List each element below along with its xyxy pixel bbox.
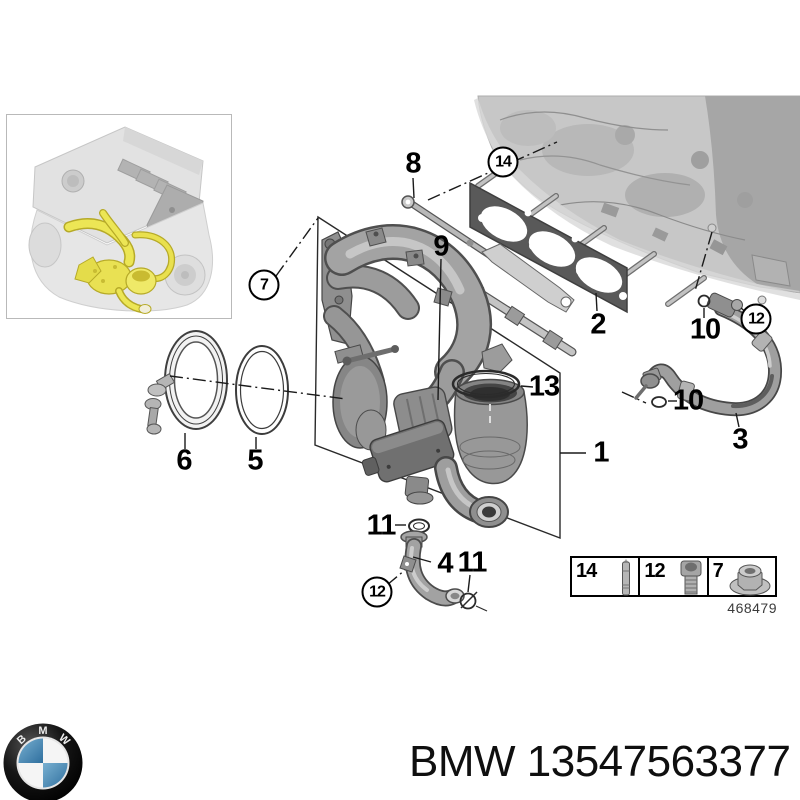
part-callout-number: 11	[457, 546, 488, 579]
leader-lines	[184, 177, 748, 593]
part-callout-number: 11	[366, 509, 397, 542]
turbocharger-manifold-part1	[321, 224, 528, 528]
part-callout-number: 6	[176, 444, 192, 477]
part-callout[interactable]: 1	[593, 436, 609, 469]
part-callout[interactable]: 8	[405, 147, 421, 180]
part-callout[interactable]: 12	[740, 303, 772, 335]
part-callout-number: 8	[405, 147, 421, 180]
part-callout[interactable]: 6	[176, 444, 192, 477]
part-callout[interactable]: 3	[732, 423, 748, 456]
part-callout-number: 14	[495, 153, 512, 170]
legend-item-number: 12	[644, 560, 665, 582]
oil-return-pipe-part4	[399, 530, 465, 607]
part-callout-number: 5	[247, 444, 263, 477]
part-callout[interactable]: 10	[672, 384, 704, 417]
part-callout-number: 4	[437, 547, 453, 580]
bmw-logo: B M W	[3, 723, 83, 800]
part-callout[interactable]: 7	[248, 269, 280, 301]
cylinder-head-drawing	[474, 95, 800, 305]
engine-overview-thumbnail[interactable]	[6, 114, 232, 319]
fastener-legend: 14 12	[570, 556, 777, 616]
gasket-ring-part5	[235, 345, 289, 435]
part-callout-number: 13	[528, 370, 560, 403]
diagram-code: 468479	[727, 600, 777, 616]
part-number-text: 13547563377	[526, 737, 791, 786]
part-callout[interactable]: 11	[366, 509, 397, 542]
oring-part10-lower	[651, 396, 667, 408]
part-callout-number: 3	[732, 423, 748, 456]
part-callout-number: 9	[433, 230, 449, 263]
part-callout[interactable]: 12	[361, 576, 393, 608]
exhaust-manifold-gasket-part2	[469, 181, 628, 314]
legend-cell-stud[interactable]: 14	[572, 558, 638, 596]
part-callout[interactable]: 9	[433, 230, 449, 263]
part-callout[interactable]: 13	[528, 370, 560, 403]
vband-clamp-part6	[144, 330, 228, 435]
oring-part10-upper	[697, 294, 711, 308]
part-callout-number: 7	[260, 276, 269, 293]
part-callout-number: 12	[748, 310, 765, 327]
part-callout[interactable]: 4	[437, 547, 453, 580]
legend-item-number: 7	[712, 560, 724, 582]
part-callout[interactable]: 10	[689, 313, 721, 346]
part-callout-number: 2	[590, 308, 606, 341]
part-callout[interactable]: 5	[247, 444, 263, 477]
part-callout[interactable]: 14	[487, 146, 519, 178]
legend-item-number: 14	[576, 560, 597, 582]
brand-text: BMW	[409, 737, 516, 786]
bmw-logo-letter: M	[38, 725, 47, 737]
oring-part13	[451, 369, 521, 399]
dash-leader-lines	[169, 141, 713, 586]
oil-feed-pipe-part3	[634, 292, 782, 417]
part-callout-number: 12	[369, 583, 386, 600]
part-callout-number: 1	[593, 436, 609, 469]
part-title: BMW 13547563377	[409, 737, 791, 787]
engine-overview-drawing	[28, 126, 214, 314]
legend-cell-bolt[interactable]: 12	[638, 558, 706, 595]
bolt-icon	[680, 560, 702, 595]
part-callout[interactable]: 11	[457, 546, 488, 579]
part-callout-number: 10	[689, 313, 721, 346]
fastener-legend-box: 14 12	[570, 556, 777, 597]
part-callout-number: 10	[672, 384, 704, 417]
exploded-parts-drawing	[144, 95, 800, 612]
flange-nut-icon	[729, 564, 771, 596]
legend-cell-nut[interactable]: 7	[706, 558, 775, 596]
stud-icon	[622, 559, 631, 596]
hose-clamp-symbol	[459, 591, 488, 612]
part-callout[interactable]: 2	[590, 308, 606, 341]
